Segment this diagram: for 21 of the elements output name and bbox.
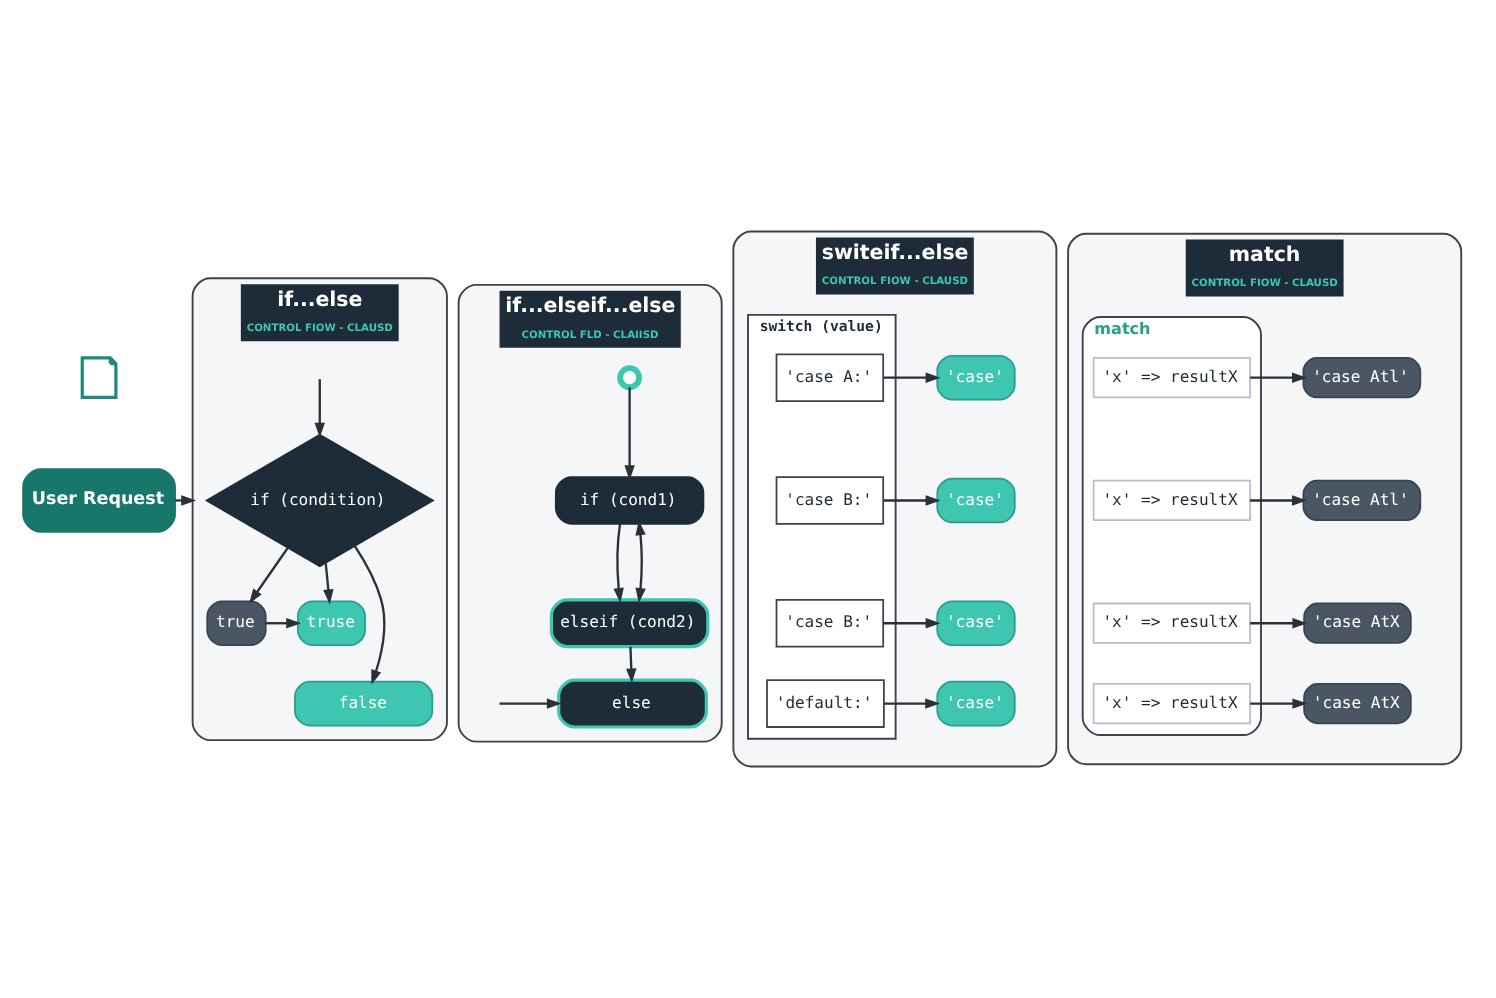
arrow [883,618,941,629]
arrow [249,547,289,604]
arrow [265,618,302,629]
arrow [1250,698,1308,709]
arrow [323,563,334,605]
arrow [1250,495,1307,506]
arrow [1250,618,1308,629]
arrow [626,646,637,684]
arrow [499,698,562,709]
arrow [624,387,635,481]
arrow [884,698,941,709]
arrow [883,372,941,383]
arrow [613,523,624,604]
node-box: User Request [22,468,176,533]
node-circle [617,365,643,391]
arrow [353,545,386,685]
arrow [883,495,941,506]
arrow [1250,372,1307,383]
arrow [175,495,197,506]
arrow [635,520,646,604]
arrow [314,379,325,438]
